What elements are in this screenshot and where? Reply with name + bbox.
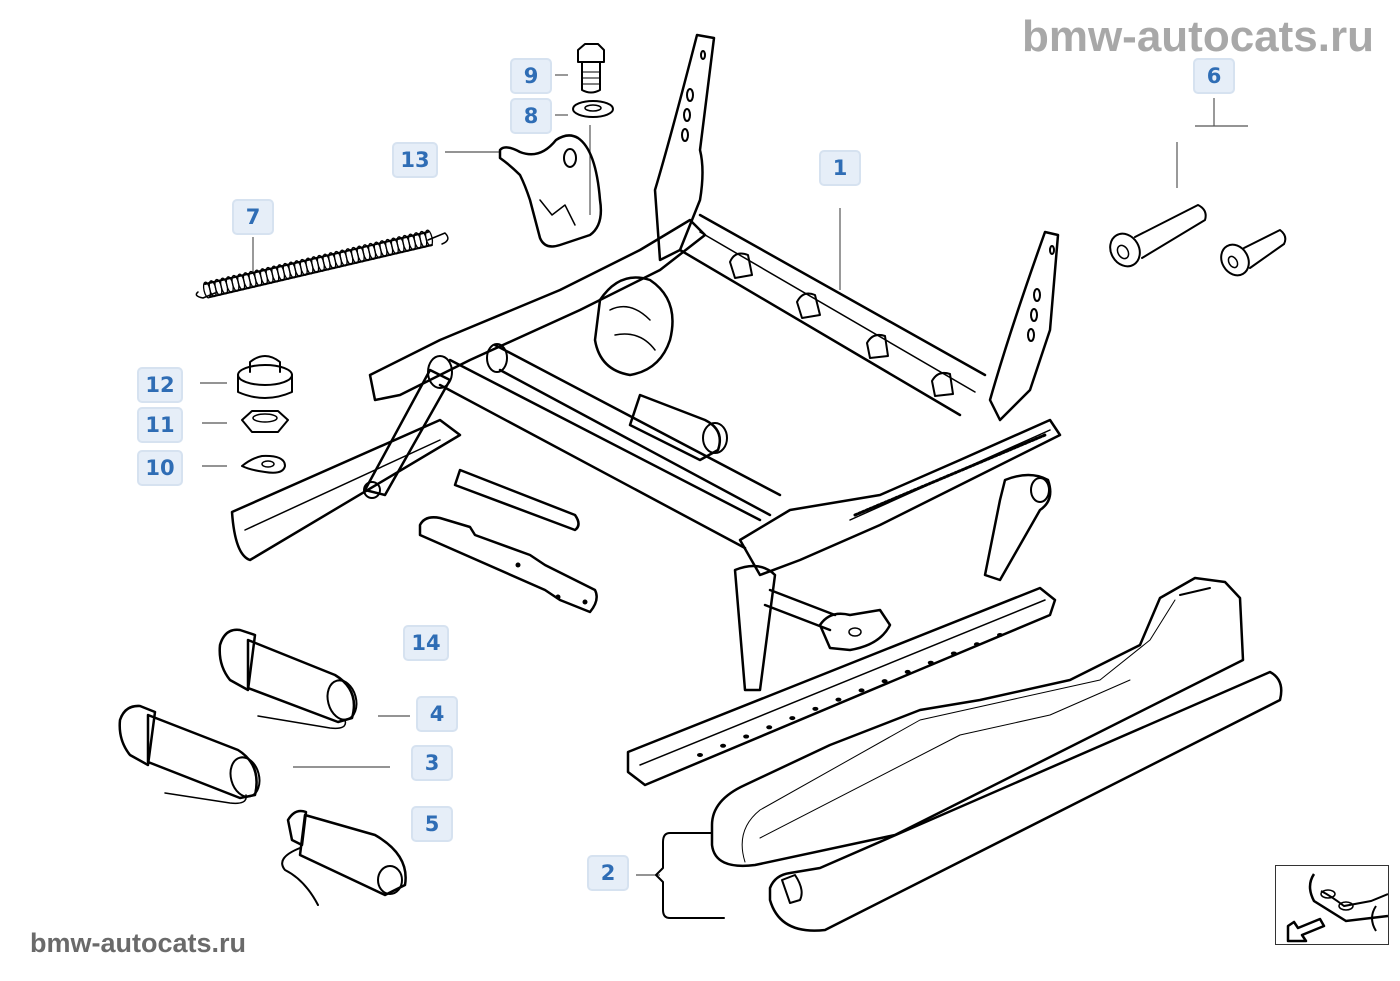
part-seat-frame bbox=[230, 33, 1062, 787]
callout-14[interactable]: 14 bbox=[403, 625, 449, 661]
part-washer bbox=[572, 100, 614, 118]
leader-lines bbox=[200, 74, 1248, 919]
rail-hole bbox=[697, 753, 703, 757]
rail-hole bbox=[950, 651, 957, 656]
callout-3[interactable]: 3 bbox=[411, 745, 453, 781]
callout-6[interactable]: 6 bbox=[1193, 58, 1235, 94]
callout-4[interactable]: 4 bbox=[416, 696, 458, 732]
rail-hole bbox=[720, 743, 727, 748]
part-spring-washer bbox=[241, 454, 286, 474]
rail-hole bbox=[789, 716, 796, 721]
callout-13[interactable]: 13 bbox=[392, 142, 438, 178]
part-hex-bolt bbox=[577, 43, 605, 94]
part-socket-bolts bbox=[1109, 204, 1287, 277]
callout-9[interactable]: 9 bbox=[510, 58, 552, 94]
part-rail-covers bbox=[710, 576, 1283, 932]
callout-11[interactable]: 11 bbox=[137, 407, 183, 443]
callout-7[interactable]: 7 bbox=[232, 199, 274, 235]
callout-12[interactable]: 12 bbox=[137, 367, 183, 403]
front-bumper-thumbnail-icon bbox=[1308, 873, 1389, 932]
view-navigation-thumbnail[interactable] bbox=[1275, 865, 1389, 945]
arrow-down-left-icon bbox=[1286, 917, 1326, 943]
rail-hole bbox=[812, 706, 819, 711]
callout-10[interactable]: 10 bbox=[137, 450, 183, 486]
part-motor-3 bbox=[118, 704, 261, 805]
part-motor-5 bbox=[281, 809, 407, 906]
part-hex-nut bbox=[241, 410, 289, 433]
rail-hole bbox=[835, 697, 842, 702]
callout-1[interactable]: 1 bbox=[819, 150, 861, 186]
rail-hole bbox=[858, 688, 865, 693]
watermark-bottom: bmw-autocats.ru bbox=[30, 928, 247, 958]
rail-hole bbox=[743, 734, 750, 739]
rail-hole bbox=[904, 669, 911, 674]
rail-hole bbox=[973, 642, 980, 647]
callout-5[interactable]: 5 bbox=[411, 806, 453, 842]
part-tension-spring bbox=[195, 229, 449, 299]
callout-8[interactable]: 8 bbox=[510, 98, 552, 134]
callout-2[interactable]: 2 bbox=[587, 855, 629, 891]
part-bracket bbox=[498, 134, 603, 248]
rail-hole bbox=[927, 660, 934, 665]
rail-hole bbox=[881, 679, 888, 684]
rail-hole bbox=[997, 633, 1003, 637]
part-cap-bushing bbox=[237, 355, 293, 399]
rail-hole bbox=[766, 725, 773, 730]
watermark-top: bmw-autocats.ru bbox=[1021, 12, 1374, 61]
part-motor-4 bbox=[218, 628, 358, 730]
